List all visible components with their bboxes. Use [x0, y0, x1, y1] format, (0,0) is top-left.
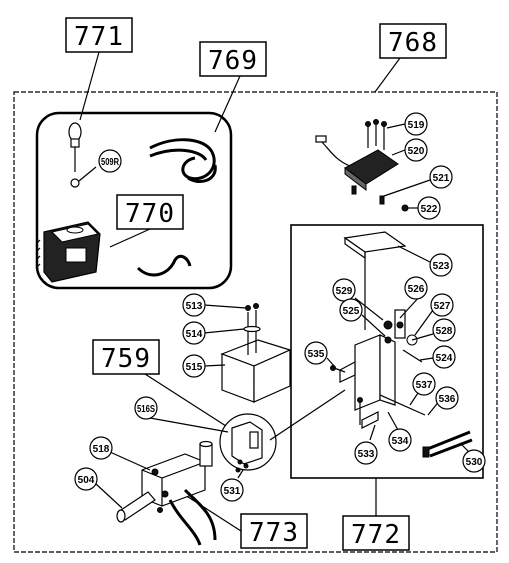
part-label-516S: 516S	[137, 404, 155, 415]
part-bubble-533: 533	[354, 441, 378, 465]
part-label-509R: 509R	[101, 157, 120, 168]
part-label-527: 527	[434, 301, 451, 312]
part-label-518: 518	[93, 444, 110, 455]
handle-leaders	[95, 451, 151, 509]
callout-759-label: 759	[101, 344, 151, 374]
part-label-535: 535	[308, 349, 325, 360]
part-bubble-534: 534	[388, 428, 412, 452]
part-label-537: 537	[416, 380, 433, 391]
callout-769: 769	[199, 41, 267, 77]
container-770	[35, 221, 101, 283]
callout-771-label: 771	[74, 22, 124, 52]
part-bubble-524: 524	[432, 345, 456, 369]
callout-759: 759	[92, 339, 160, 375]
part-bubble-536: 536	[435, 386, 459, 410]
hose-770	[136, 254, 192, 277]
part-label-531: 531	[224, 486, 241, 497]
callout-771: 771	[65, 17, 133, 53]
callout-772-label: 772	[351, 520, 401, 550]
leader-509R	[78, 166, 97, 182]
probe-part-771	[68, 122, 82, 188]
part-bubble-509R: 509R	[98, 149, 122, 173]
part-bubble-520: 520	[404, 138, 428, 162]
handle-assembly-773	[116, 440, 217, 546]
part-label-524: 524	[436, 353, 453, 364]
part-bubble-514: 514	[182, 321, 206, 345]
part-label-526: 526	[408, 284, 425, 295]
part-bubble-537: 537	[412, 372, 436, 396]
callout-773-label: 773	[249, 518, 299, 548]
part-label-529: 529	[336, 286, 353, 297]
detail-circle	[219, 389, 346, 473]
part-bubble-522: 522	[417, 196, 441, 220]
part-label-522: 522	[421, 204, 438, 215]
leader-516S	[149, 417, 229, 433]
part-bubble-530: 530	[462, 449, 486, 473]
part-label-525: 525	[343, 306, 360, 317]
part-label-504: 504	[78, 475, 95, 486]
part-bubble-526: 526	[404, 276, 428, 300]
part-bubble-531: 531	[220, 478, 244, 502]
part-label-521: 521	[433, 173, 450, 184]
part-label-520: 520	[408, 146, 425, 157]
part-bubble-518: 518	[89, 436, 113, 460]
part-bubble-523: 523	[429, 253, 453, 277]
part-label-515: 515	[186, 362, 203, 373]
part-label-514: 514	[186, 329, 203, 340]
callout-773: 773	[240, 513, 308, 549]
leader-531	[237, 469, 244, 479]
block-leaders	[203, 304, 247, 367]
part-bubble-528: 528	[432, 318, 456, 342]
part-label-534: 534	[392, 436, 409, 447]
part-bubble-515: 515	[182, 354, 206, 378]
block-515	[220, 303, 292, 403]
part-label-513: 513	[186, 301, 203, 312]
switch-leaders	[383, 123, 431, 209]
cable-ties-530	[422, 430, 473, 458]
callout-770: 770	[116, 194, 184, 230]
callout-770-label: 770	[125, 199, 175, 229]
part-label-519: 519	[408, 120, 425, 131]
callout-772: 772	[342, 515, 410, 551]
part-bubble-516S: 516S	[134, 396, 158, 420]
part-bubble-535: 535	[304, 341, 328, 365]
part-bubble-525: 525	[339, 298, 363, 322]
assembly-768-frame	[13, 91, 498, 553]
part-bubble-529: 529	[332, 278, 356, 302]
part-bubble-527: 527	[430, 293, 454, 317]
part-bubble-504: 504	[74, 467, 98, 491]
part-bubble-519: 519	[404, 112, 428, 136]
callout-768: 768	[379, 23, 447, 59]
part-label-533: 533	[358, 449, 375, 460]
bracket-523	[343, 231, 431, 330]
part-bubble-521: 521	[429, 165, 453, 189]
callout-768-label: 768	[388, 28, 438, 58]
callout-769-label: 769	[208, 46, 258, 76]
switch-assembly	[315, 119, 409, 212]
part-bubble-513: 513	[182, 293, 206, 317]
part-label-530: 530	[466, 457, 483, 468]
part-label-536: 536	[439, 394, 456, 405]
cable-769	[149, 138, 217, 183]
part-label-523: 523	[433, 261, 450, 272]
part-label-528: 528	[436, 326, 453, 337]
